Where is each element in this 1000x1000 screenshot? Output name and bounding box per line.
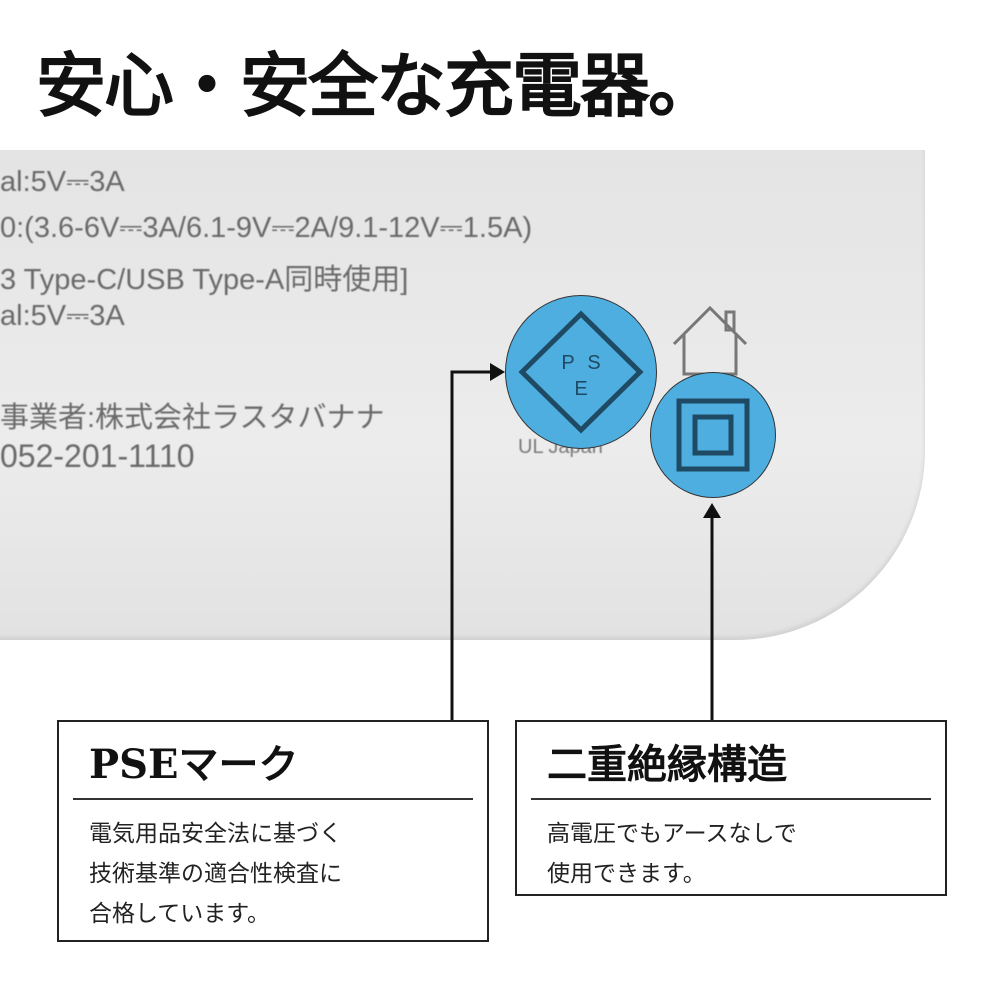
desc-line: 電気用品安全法に基づく: [89, 821, 342, 847]
spec-line: al:5V⎓3A: [0, 166, 125, 198]
double-insulation-highlight-circle: [650, 372, 776, 498]
double-insulation-callout: 二重絶縁構造 高電圧でもアースなしで 使用できます。: [515, 720, 947, 896]
spec-line: 0:(3.6-6V⎓3A/6.1-9V⎓2A/9.1-12V⎓1.5A): [0, 212, 533, 244]
callout-heading: PSEマーク: [89, 741, 299, 788]
phone-number: 052-201-1110: [0, 438, 195, 474]
desc-line: 合格しています。: [89, 901, 271, 927]
spec-line: 3 Type-C/USB Type-A同時使用]: [0, 264, 409, 296]
desc-line: 技術基準の適合性検査に: [89, 861, 342, 887]
divider: [73, 798, 473, 800]
svg-text:S: S: [587, 352, 600, 374]
pse-highlight-circle: P S E: [505, 295, 657, 449]
desc-line: 高電圧でもアースなしで: [547, 821, 797, 847]
desc-line: 使用できます。: [547, 861, 706, 887]
pse-callout: PSEマーク 電気用品安全法に基づく 技術基準の適合性検査に 合格しています。: [57, 720, 489, 942]
divider: [531, 798, 931, 800]
spec-line: al:5V⎓3A: [0, 300, 125, 332]
svg-text:E: E: [574, 378, 587, 400]
charger-device: [0, 150, 925, 640]
pse-diamond-icon: P S E: [518, 310, 644, 434]
double-square-icon: [676, 398, 750, 472]
callout-heading: 二重絶縁構造: [547, 741, 787, 788]
svg-text:P: P: [561, 352, 574, 374]
callout-description: 電気用品安全法に基づく 技術基準の適合性検査に 合格しています。: [89, 814, 342, 934]
spec-line: 事業者:株式会社ラスタバナナ: [0, 402, 385, 434]
page-title: 安心・安全な充電器。: [36, 44, 718, 127]
callout-description: 高電圧でもアースなしで 使用できます。: [547, 814, 797, 894]
